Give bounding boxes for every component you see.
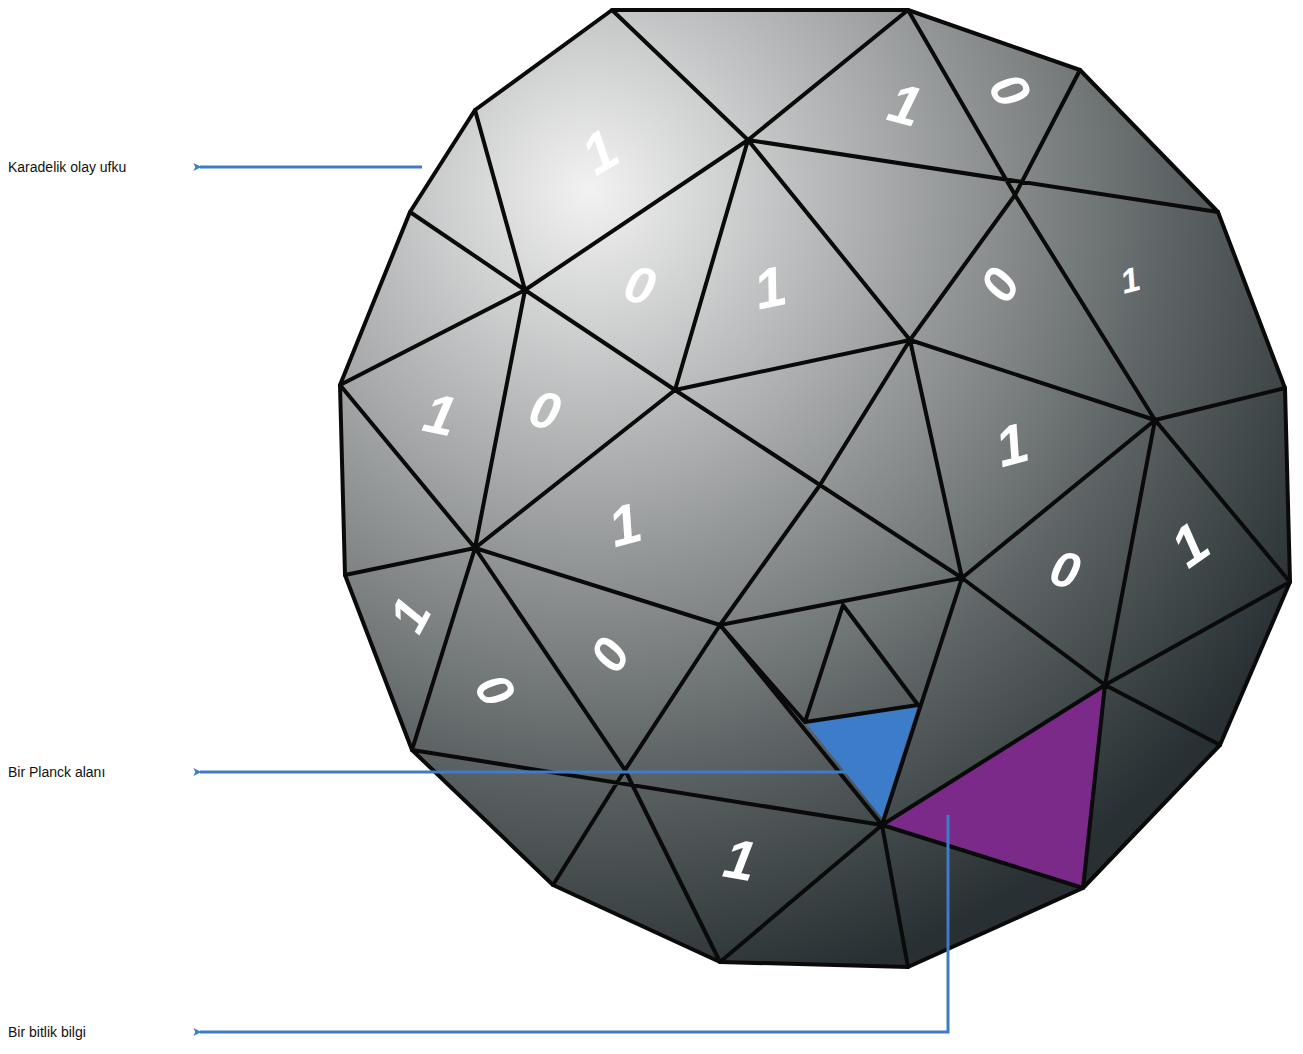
callout-label: Bir bitlik bilgi: [8, 1024, 86, 1040]
triangulation-lines: [340, 10, 1290, 967]
leader-arrow: [200, 815, 948, 1032]
callout-label: Bir Planck alanı: [8, 764, 105, 780]
horizon-polygon: [340, 10, 1290, 967]
callout-label: Karadelik olay ufku: [8, 159, 126, 175]
leader-arrow: [200, 166, 422, 169]
leader-arrow: [200, 771, 862, 774]
